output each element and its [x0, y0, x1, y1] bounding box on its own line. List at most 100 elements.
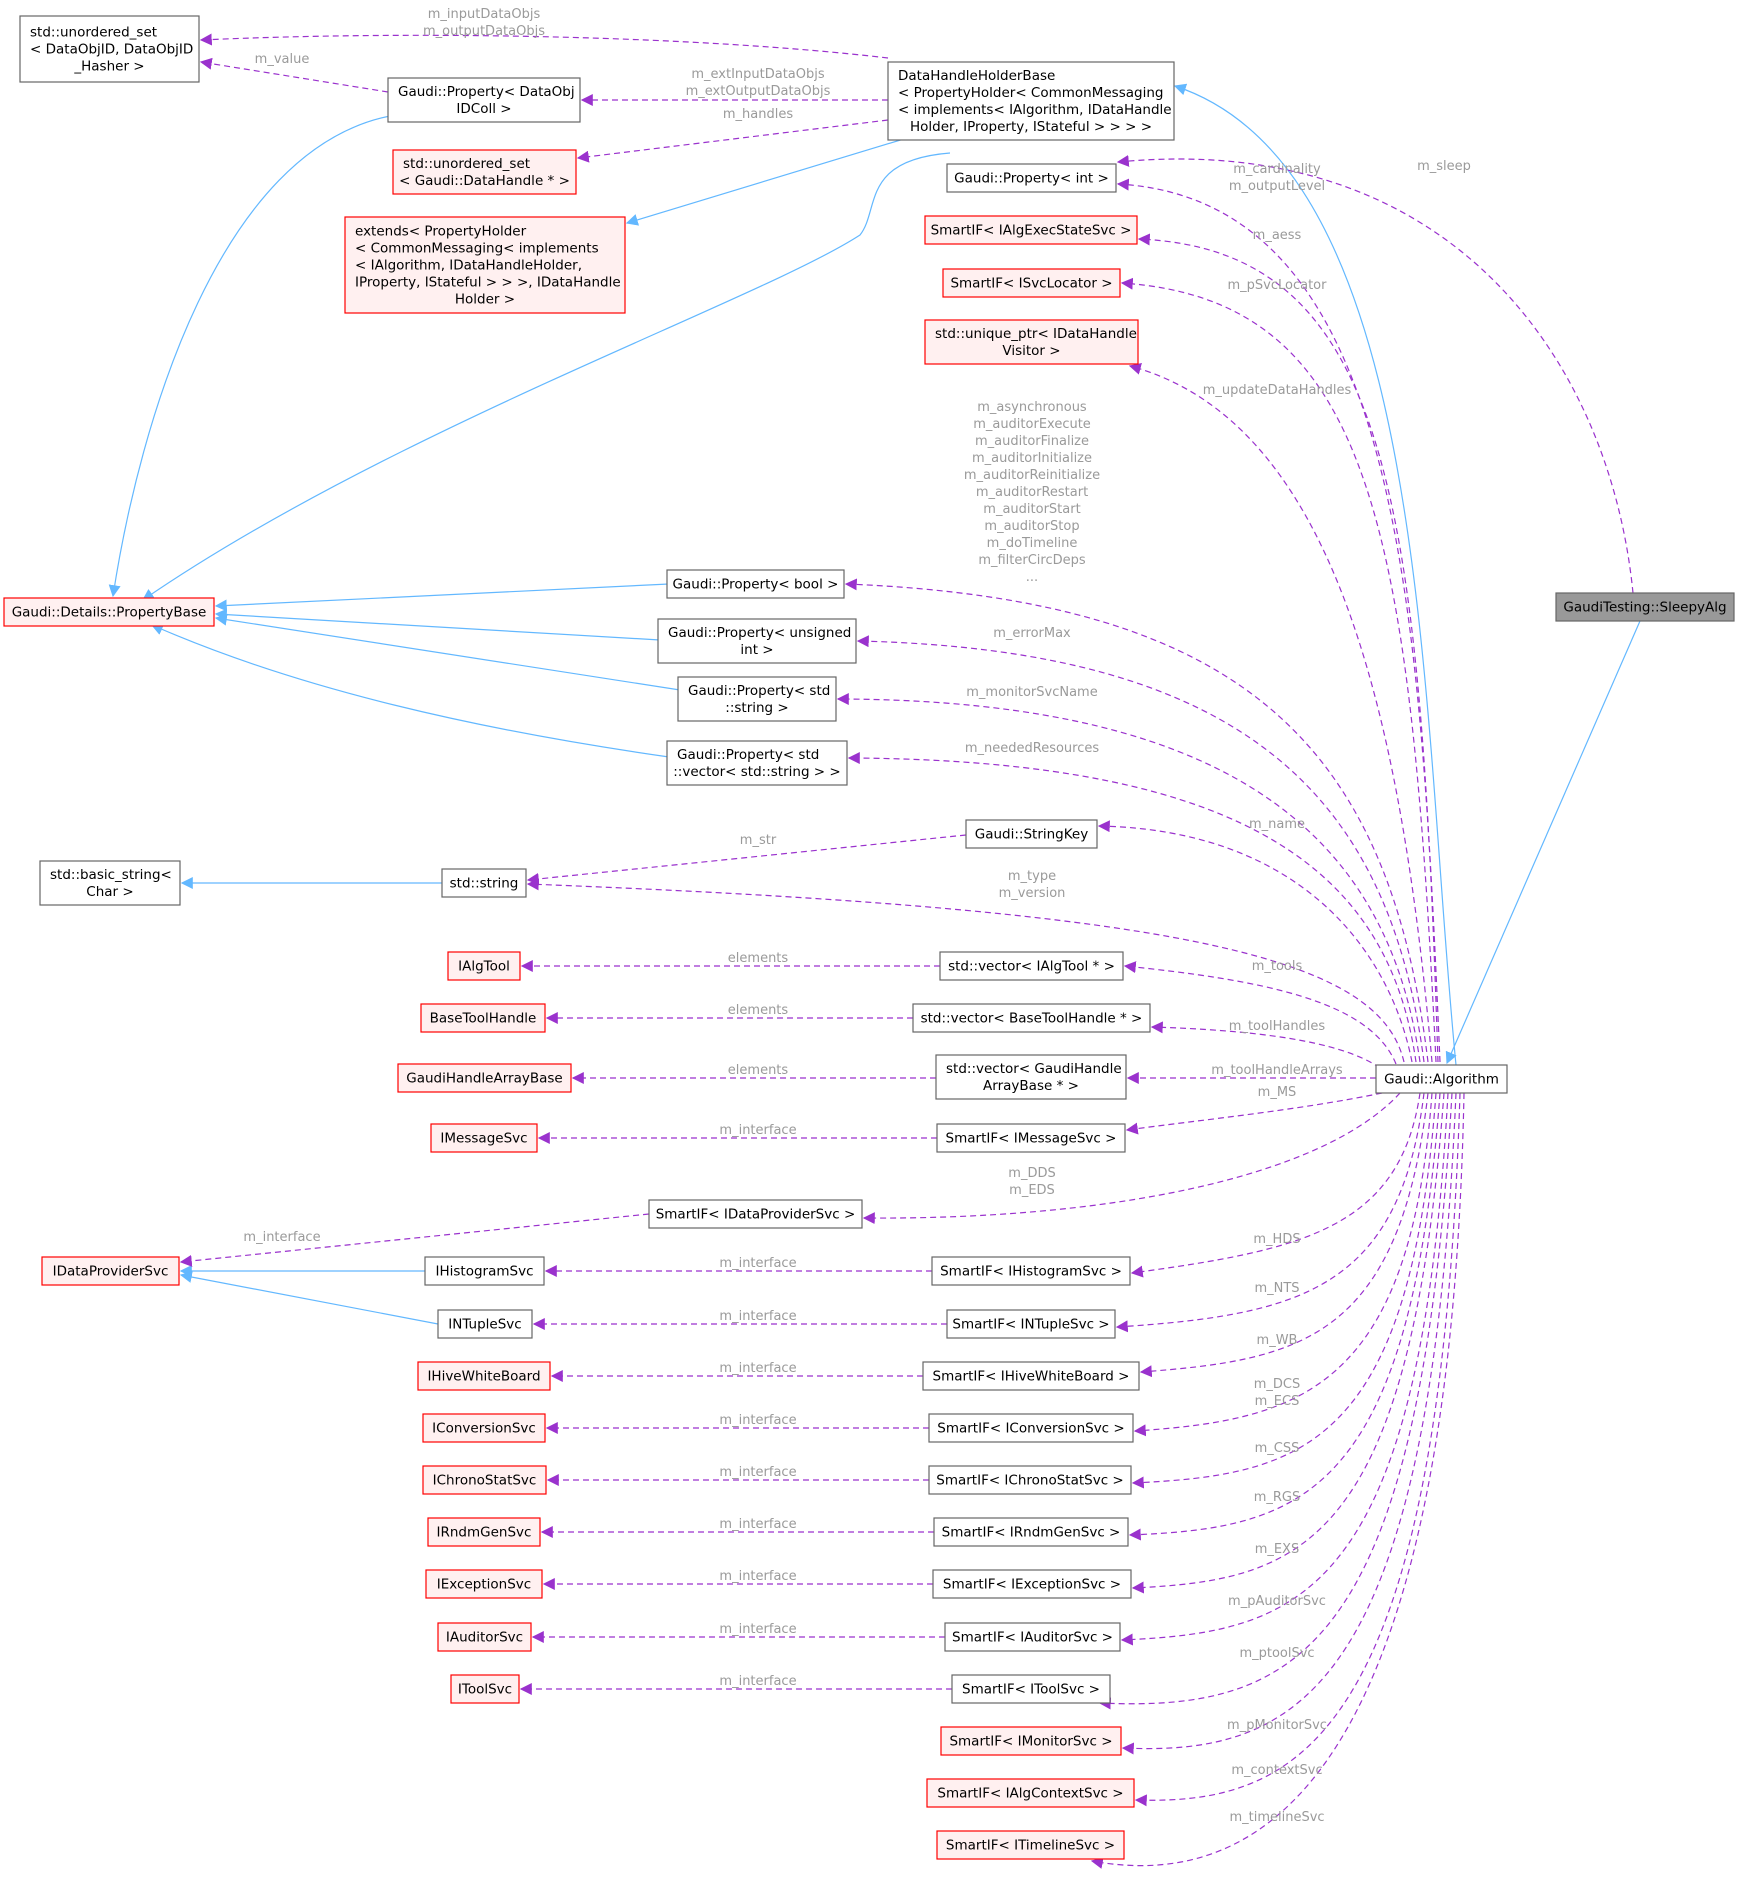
- node-label-line: std::unique_ptr< IDataHandle: [935, 326, 1137, 342]
- class-node-intuplesvc[interactable]: INTupleSvc: [437, 1309, 533, 1339]
- node-box: [933, 1517, 1129, 1547]
- class-node-gaudihandlearraybase[interactable]: GaudiHandleArrayBase: [397, 1063, 572, 1093]
- class-node-smartif-imessagesvc[interactable]: SmartIF< IMessageSvc >: [936, 1123, 1126, 1153]
- edge-label: m_HDS: [1253, 1232, 1300, 1247]
- class-node-prop-string[interactable]: Gaudi::Property< std::string >: [677, 676, 837, 722]
- class-node-smartif-ialgcontextsvc[interactable]: SmartIF< IAlgContextSvc >: [926, 1778, 1135, 1808]
- node-box: [926, 1778, 1135, 1808]
- class-node-stringkey[interactable]: Gaudi::StringKey: [965, 819, 1098, 849]
- class-node-uset-dataobj[interactable]: std::unordered_set< DataObjID, DataObjID…: [19, 15, 200, 83]
- class-node-algorithm[interactable]: Gaudi::Algorithm: [1375, 1064, 1508, 1094]
- edge-label: m_tools: [1252, 959, 1303, 974]
- class-node-std-string[interactable]: std::string: [441, 868, 527, 898]
- edge-label-line: m_interface: [719, 1123, 796, 1138]
- class-node-smartif-itimelinesvc[interactable]: SmartIF< ITimelineSvc >: [936, 1830, 1125, 1860]
- usage-edge: [1128, 1092, 1441, 1541]
- usage-edge: [526, 878, 1405, 1063]
- edge-label: m_neededResources: [965, 741, 1100, 756]
- class-node-ihivewhiteboard[interactable]: IHiveWhiteBoard: [417, 1361, 551, 1391]
- usage-edge: [856, 635, 1425, 1063]
- edge-label-line: m_monitorSvcName: [966, 685, 1097, 700]
- node-box: [924, 319, 1139, 365]
- edge-label: m_name: [1249, 817, 1305, 832]
- edge-label: m_CSS: [1255, 1441, 1300, 1456]
- usage-edge: [1090, 1092, 1465, 1869]
- class-node-sleepyalg: GaudiTesting::SleepyAlg: [1555, 592, 1735, 622]
- class-node-smartif-intuplesvc[interactable]: SmartIF< INTupleSvc >: [946, 1309, 1116, 1339]
- class-node-smartif-imonitorsvc[interactable]: SmartIF< IMonitorSvc >: [940, 1726, 1122, 1756]
- class-node-datahandleholderbase[interactable]: DataHandleHolderBase< PropertyHolder< Co…: [887, 61, 1175, 141]
- class-node-prop-int[interactable]: Gaudi::Property< int >: [946, 163, 1117, 193]
- class-node-iauditorsvc[interactable]: IAuditorSvc: [437, 1622, 532, 1652]
- class-node-smartif-isvclocator[interactable]: SmartIF< ISvcLocator >: [942, 268, 1121, 298]
- inheritance-edge: [142, 152, 951, 601]
- class-node-vec-basetoolhandle[interactable]: std::vector< BaseToolHandle * >: [912, 1003, 1151, 1033]
- class-node-uset-datahandle[interactable]: std::unordered_set< Gaudi::DataHandle * …: [392, 149, 577, 195]
- class-node-vec-ialgtool[interactable]: std::vector< IAlgTool * >: [939, 951, 1124, 981]
- node-box: [397, 1063, 572, 1093]
- class-node-smartif-itoolsvc[interactable]: SmartIF< IToolSvc >: [951, 1674, 1111, 1704]
- usage-edge: [1130, 1092, 1421, 1278]
- node-label-line: Char >: [86, 884, 133, 900]
- node-label-line: IExceptionSvc: [437, 1577, 531, 1593]
- class-node-prop-vecstring[interactable]: Gaudi::Property< std::vector< std::strin…: [666, 740, 848, 786]
- edge-label-line: m_filterCircDeps: [978, 553, 1086, 568]
- node-label-line: DataHandleHolderBase: [898, 68, 1055, 84]
- node-label-line: SmartIF< IAlgContextSvc >: [937, 1786, 1123, 1802]
- edge-label-line: m_inputDataObjs: [428, 7, 541, 22]
- class-node-itoolsvc[interactable]: IToolSvc: [450, 1674, 520, 1704]
- usage-edge: [1097, 820, 1413, 1063]
- node-label-line: extends< PropertyHolder: [355, 224, 527, 240]
- class-node-iexceptionsvc[interactable]: IExceptionSvc: [425, 1569, 543, 1599]
- class-node-extends-propertyholder[interactable]: extends< PropertyHolder< CommonMessaging…: [344, 216, 626, 314]
- node-label-line: Gaudi::Property< std: [688, 683, 830, 699]
- class-node-smartif-idataprovidersvc[interactable]: SmartIF< IDataProviderSvc >: [648, 1199, 863, 1229]
- edge-label-line: m_interface: [719, 1465, 796, 1480]
- node-box: [932, 1569, 1132, 1599]
- node-box: [437, 1622, 532, 1652]
- inheritance-edge: [214, 583, 670, 612]
- edge-label-line: m_tools: [1252, 959, 1303, 974]
- edge-label: m_monitorSvcName: [966, 685, 1097, 700]
- class-node-smartif-ialgexecstatesvc[interactable]: SmartIF< IAlgExecStateSvc >: [924, 215, 1138, 245]
- node-box: [441, 868, 527, 898]
- edge-label: m_interface: [719, 1622, 796, 1637]
- class-node-smartif-irndmgensvc[interactable]: SmartIF< IRndmGenSvc >: [933, 1517, 1129, 1547]
- class-node-smartif-iexceptionsvc[interactable]: SmartIF< IExceptionSvc >: [932, 1569, 1132, 1599]
- node-box: [425, 1569, 543, 1599]
- class-node-smartif-ihistogramsvc[interactable]: SmartIF< IHistogramSvc >: [931, 1256, 1131, 1286]
- node-label-line: Gaudi::StringKey: [975, 827, 1088, 843]
- node-label-line: SmartIF< ITimelineSvc >: [946, 1838, 1115, 1854]
- class-node-irndmgensvc[interactable]: IRndmGenSvc: [427, 1517, 541, 1547]
- edge-label-line: m_extInputDataObjs: [691, 67, 825, 82]
- class-node-smartif-iauditorsvc[interactable]: SmartIF< IAuditorSvc >: [944, 1622, 1121, 1652]
- class-node-ichronostatsvc[interactable]: IChronoStatSvc: [422, 1465, 547, 1495]
- edge-label: m_interface: [719, 1256, 796, 1271]
- class-node-iconversionsvc[interactable]: IConversionSvc: [422, 1413, 546, 1443]
- class-node-smartif-ihivewhiteboard[interactable]: SmartIF< IHiveWhiteBoard >: [922, 1361, 1140, 1391]
- class-node-smartif-iconversionsvc[interactable]: SmartIF< IConversionSvc >: [928, 1413, 1134, 1443]
- class-node-propertybase[interactable]: Gaudi::Details::PropertyBase: [3, 597, 215, 627]
- class-node-ialgtool[interactable]: IAlgTool: [447, 951, 521, 981]
- edge-label-line: m_WB: [1257, 1333, 1298, 1348]
- node-box: [924, 215, 1138, 245]
- class-node-basetoolhandle[interactable]: BaseToolHandle: [420, 1003, 546, 1033]
- class-node-smartif-ichronostatsvc[interactable]: SmartIF< IChronoStatSvc >: [928, 1465, 1132, 1495]
- class-node-prop-bool[interactable]: Gaudi::Property< bool >: [666, 569, 845, 599]
- class-node-imessagesvc[interactable]: IMessageSvc: [430, 1123, 538, 1153]
- class-node-vec-gaudihandlearray[interactable]: std::vector< GaudiHandleArrayBase * >: [935, 1054, 1127, 1100]
- class-node-ihistogramsvc[interactable]: IHistogramSvc: [424, 1256, 545, 1286]
- edge-label: m_errorMax: [993, 626, 1071, 641]
- edge-label-line: m_cardinality: [1233, 162, 1321, 177]
- class-node-basic-string[interactable]: std::basic_string<Char >: [39, 860, 181, 906]
- usage-edge: [1115, 1092, 1425, 1333]
- node-box: [666, 740, 848, 786]
- class-node-idataprovidersvc[interactable]: IDataProviderSvc: [41, 1256, 180, 1286]
- edge-label: m_interface: [243, 1230, 320, 1245]
